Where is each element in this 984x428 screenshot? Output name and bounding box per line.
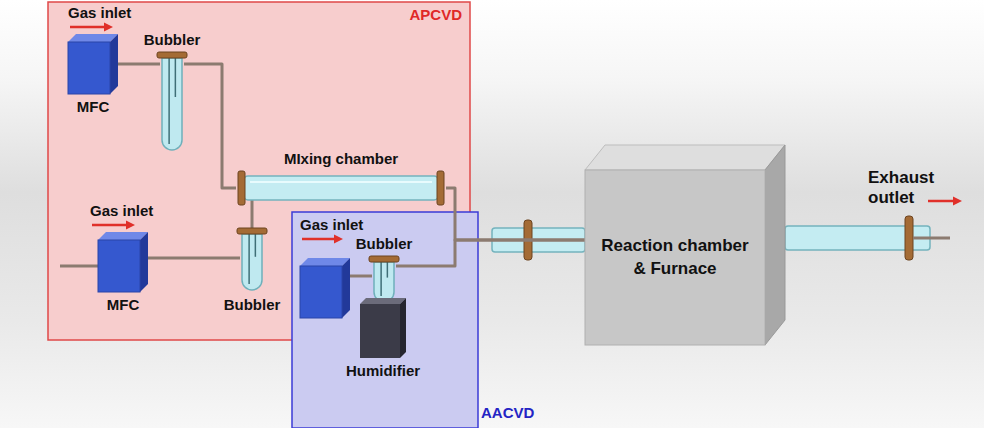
inlet-label: Gas inlet (68, 4, 131, 22)
flow-arrow (92, 224, 128, 227)
mixing-tube (236, 176, 446, 200)
aacvd-region-fill (292, 212, 478, 428)
node-label: AACVD (481, 404, 534, 422)
node-label: Humidifier (346, 362, 420, 380)
gas-pipe (446, 188, 585, 240)
apcvd-region: APCVDMFCBubblerMIxing chamberMFCBubbler (48, 2, 470, 340)
flow-arrow-head (334, 235, 343, 244)
mfc-symbol (68, 34, 118, 94)
mfc-unit: MFC (98, 232, 148, 292)
pipe-line (446, 188, 585, 240)
mfc-front (300, 266, 342, 318)
gas-pipe (118, 64, 160, 65)
mfc-unit: MFC (68, 34, 118, 94)
bubbler: Bubbler (372, 256, 396, 304)
mfc-side (342, 258, 350, 318)
node-label: Reaction chamber & Furnace (593, 235, 757, 279)
flow-arrow-head (126, 221, 135, 230)
exhaust-pipe (913, 237, 950, 240)
pipe-line (148, 257, 240, 260)
gas-pipe (396, 240, 585, 266)
mfc-pipe (350, 275, 372, 278)
node-label: APCVD (409, 6, 462, 24)
gas-pipe (252, 200, 253, 228)
flow-arrow-head (104, 23, 113, 32)
pipe-line (118, 63, 160, 66)
bubbler: Bubbler (160, 52, 184, 152)
pipe-line (396, 240, 585, 266)
humidifier-box (360, 298, 406, 358)
humidifier: Humidifier (360, 298, 406, 358)
aacvd-region: AACVDBubblerHumidifier (292, 212, 478, 428)
outlet-label: Exhaust outlet (868, 168, 954, 209)
mixing-chamber: MIxing chamber (236, 176, 446, 200)
node-label: Bubbler (144, 31, 201, 49)
bubbler: Bubbler (240, 228, 264, 292)
bubbler-tube (372, 256, 396, 304)
bubbler-tube (160, 52, 184, 152)
mfc-symbol (98, 232, 148, 292)
flow-arrow (928, 200, 955, 203)
exhaust-flange (905, 216, 913, 260)
flow-arrow (70, 26, 106, 29)
gas-pipe (184, 64, 236, 188)
node-label: Bubbler (356, 235, 413, 253)
node-label: MIxing chamber (284, 150, 398, 168)
pipe-line (184, 64, 236, 188)
pipe-line (251, 200, 254, 228)
node-label: MFC (77, 98, 110, 116)
inlet-label: Gas inlet (300, 216, 363, 234)
bubbler-tube (240, 228, 264, 292)
flow-arrow-head (953, 197, 962, 206)
flow-arrow (302, 238, 336, 241)
node-label: Bubbler (224, 296, 281, 314)
reaction-chamber: Reaction chamber & Furnace (585, 145, 785, 345)
gas-pipe (148, 258, 240, 259)
node-label: MFC (107, 296, 140, 314)
inlet-label: Gas inlet (90, 202, 153, 220)
mfc-top (300, 258, 350, 266)
inlet-pipe (60, 265, 98, 268)
